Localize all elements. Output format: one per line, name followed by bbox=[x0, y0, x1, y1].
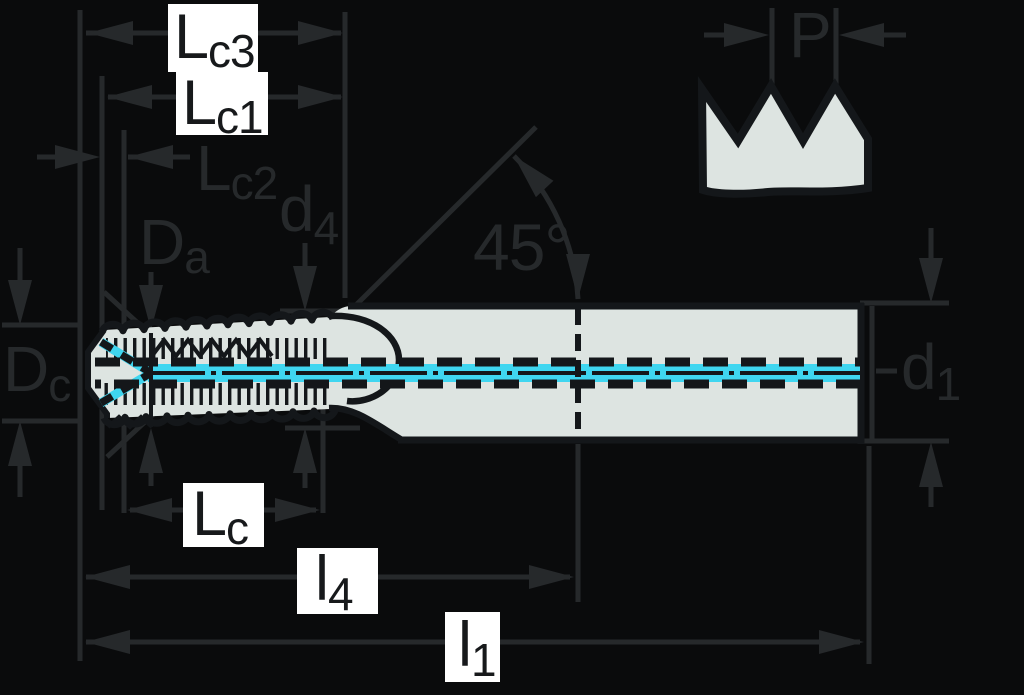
labels: Lc3 Lc1 Lc2 Da d4 45° P Dc d1 Lc l4 bbox=[3, 0, 961, 686]
label-box bbox=[176, 72, 268, 135]
label-lc2-main: L bbox=[196, 132, 231, 204]
svg-text:Lc: Lc bbox=[192, 479, 248, 554]
label-lc1-main: L bbox=[182, 68, 216, 138]
dimension-lc2 bbox=[37, 145, 190, 169]
tip-outline bbox=[85, 328, 110, 418]
label-box bbox=[445, 612, 500, 682]
thread-profile-zigzag bbox=[150, 336, 274, 360]
label-l1-main: l bbox=[458, 610, 471, 680]
label-d1-sub: 1 bbox=[936, 358, 961, 410]
label-lc-main: L bbox=[192, 479, 226, 549]
label-da-main: D bbox=[139, 206, 184, 278]
dimension-pitch bbox=[704, 8, 906, 84]
svg-text:Lc1: Lc1 bbox=[182, 68, 263, 143]
svg-text:Lc3: Lc3 bbox=[174, 2, 255, 77]
label-lc2: Lc2 bbox=[196, 132, 278, 209]
svg-text:d1: d1 bbox=[901, 331, 960, 410]
thread-profile-shape bbox=[697, 76, 872, 198]
label-lc2-sub: c2 bbox=[231, 157, 278, 209]
label-da: Da bbox=[139, 206, 211, 283]
neck-transition-curve bbox=[328, 404, 404, 443]
label-d1: d1 bbox=[901, 331, 961, 410]
svg-text:l4: l4 bbox=[315, 544, 353, 620]
label-box bbox=[168, 4, 258, 72]
svg-text:l1: l1 bbox=[458, 610, 496, 686]
tool-drawing bbox=[85, 302, 865, 444]
thread-profile-detail bbox=[697, 76, 872, 198]
label-lc1-sub: c1 bbox=[216, 91, 263, 143]
label-lc1: Lc1 bbox=[176, 68, 268, 143]
label-d4-sub: 4 bbox=[314, 202, 339, 254]
label-l4-sub: 4 bbox=[328, 568, 353, 620]
label-l4: l4 bbox=[297, 544, 378, 620]
svg-text:d4: d4 bbox=[279, 173, 339, 254]
label-d4: d4 bbox=[279, 173, 340, 254]
label-box bbox=[183, 483, 264, 547]
label-d4-main: d bbox=[279, 173, 314, 245]
label-lc3: Lc3 bbox=[168, 2, 258, 77]
dimension-d1 bbox=[860, 228, 949, 507]
label-d1-main: d bbox=[901, 331, 936, 403]
label-da-sub: a bbox=[184, 231, 210, 283]
label-l1-sub: 1 bbox=[471, 634, 496, 686]
chamfer-angle-line bbox=[354, 125, 538, 307]
svg-text:Dc: Dc bbox=[3, 333, 70, 411]
label-l1: l1 bbox=[445, 610, 500, 686]
chamfer-dashes-upper bbox=[99, 338, 153, 377]
dimension-dc bbox=[2, 248, 78, 497]
label-pitch: P bbox=[789, 0, 831, 71]
thread-crests-bottom bbox=[100, 407, 339, 429]
dimension-da bbox=[139, 272, 163, 486]
thread-crests-top bbox=[98, 308, 337, 335]
label-lc3-sub: c3 bbox=[208, 25, 255, 77]
label-dc-main: D bbox=[3, 333, 48, 405]
label-angle-45: 45° bbox=[473, 210, 570, 284]
label-lc: Lc bbox=[183, 479, 264, 554]
label-dc: Dc bbox=[3, 333, 71, 411]
neck-arc bbox=[329, 312, 403, 405]
dimension-angle-45 bbox=[354, 125, 590, 307]
label-box bbox=[297, 548, 378, 614]
label-lc-sub: c bbox=[226, 502, 248, 554]
label-dc-sub: c bbox=[48, 359, 70, 411]
label-l4-main: l bbox=[315, 544, 328, 614]
svg-text:Da: Da bbox=[139, 206, 210, 283]
label-lc3-main: L bbox=[174, 2, 208, 72]
svg-text:Lc2: Lc2 bbox=[196, 132, 277, 209]
centerline-group bbox=[95, 338, 861, 407]
